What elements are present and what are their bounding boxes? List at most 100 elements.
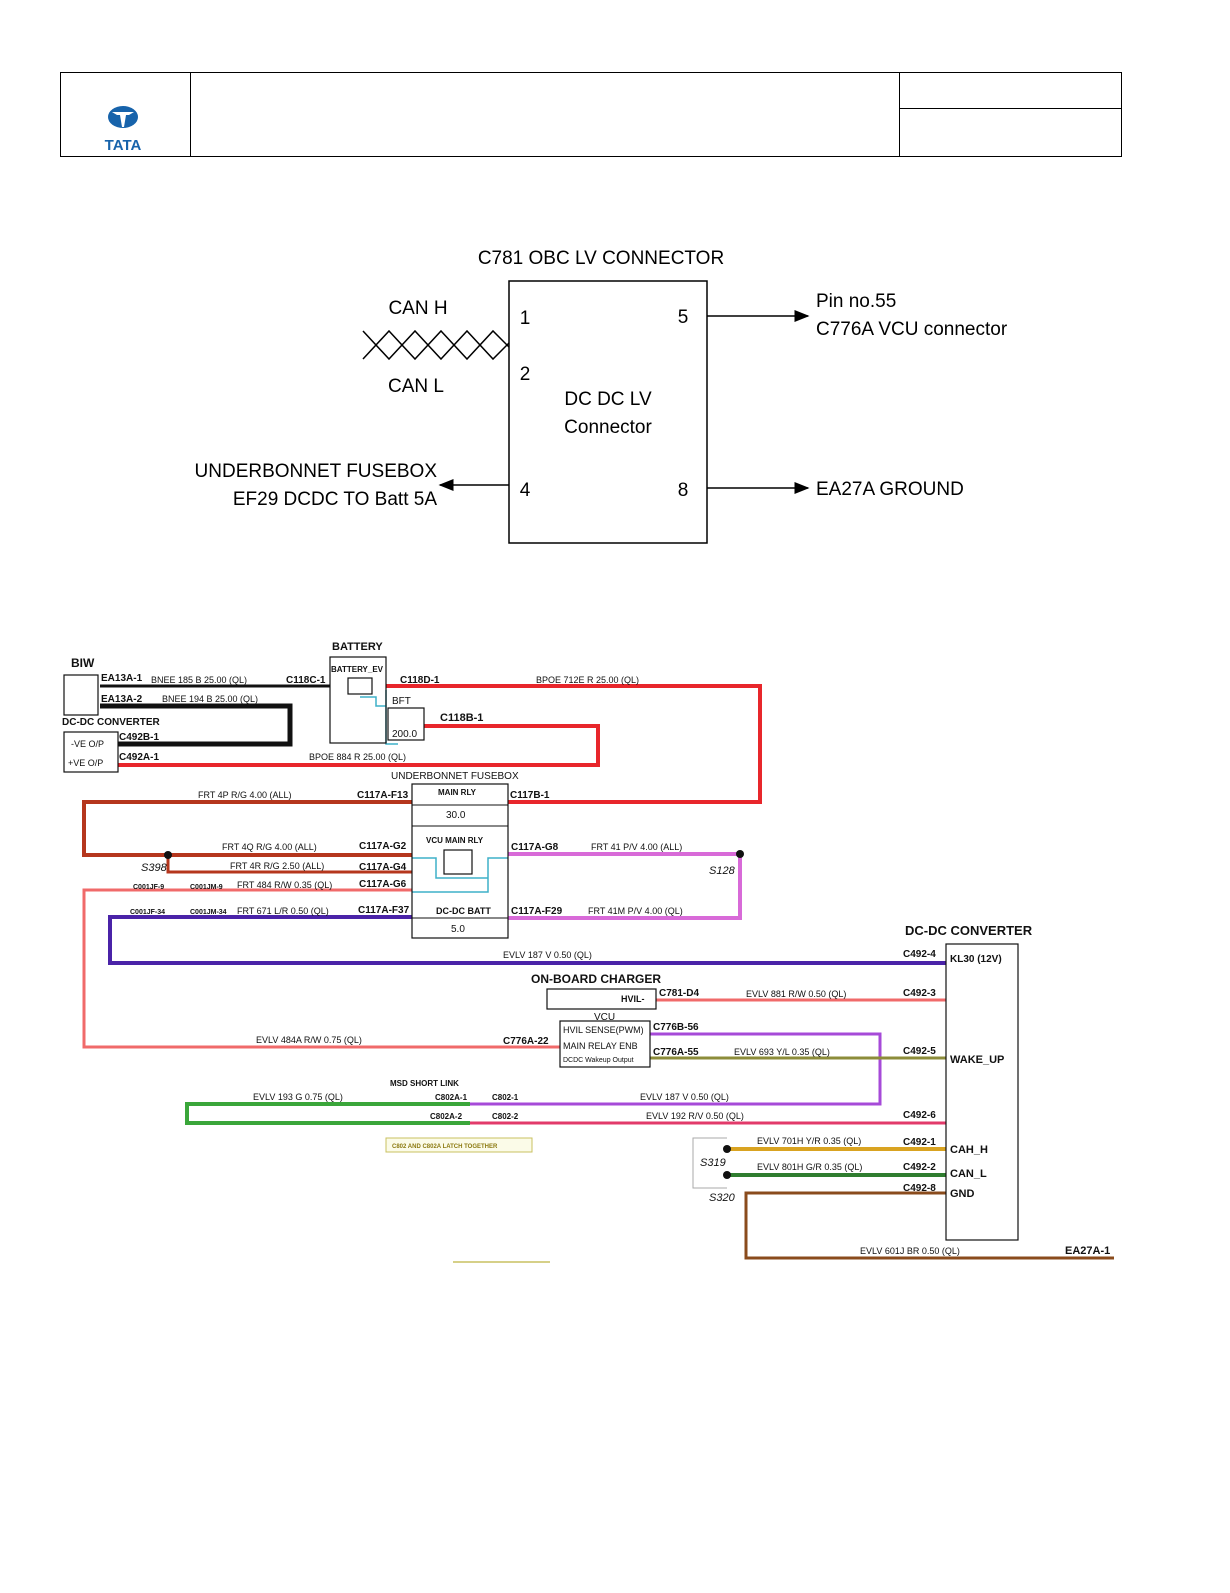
main-rly-value: 30.0: [446, 810, 466, 821]
can-l-twisted-wire: [362, 329, 510, 361]
pin4-target-line2: EF29 DCDC TO Batt 5A: [233, 489, 437, 510]
dcdc-lv-connector-box: [508, 280, 708, 544]
c492b1-label: C492B-1: [119, 732, 159, 743]
wire-label-evlv-193: EVLV 193 G 0.75 (QL): [253, 1092, 343, 1102]
ea13a2-label: EA13A-2: [101, 694, 143, 705]
wire-label-frt-4r: FRT 4R R/G 2.50 (ALL): [230, 861, 324, 871]
wire-label-frt-41: FRT 41 P/V 4.00 (ALL): [591, 842, 682, 852]
pin-4-label: 4: [520, 480, 531, 501]
c001jm34-label: C001JM-34: [190, 909, 227, 916]
fusebox-internal-lines: [412, 857, 508, 893]
diagram-title: C781 OBC LV CONNECTOR: [478, 248, 724, 269]
pin5-target-line2: C776A VCU connector: [816, 319, 1008, 340]
pin8-target: EA27A GROUND: [816, 479, 964, 500]
connector-block-diagram: C781 OBC LV CONNECTOR 1 2 4 5 8 DC DC LV…: [195, 248, 1008, 544]
box-label-line1: DC DC LV: [564, 389, 652, 410]
wire-label-evlv-601j: EVLV 601J BR 0.50 (QL): [860, 1246, 960, 1256]
c117a-g4-label: C117A-G4: [359, 862, 407, 873]
obc-box: [546, 988, 657, 1010]
wire-label-bpoe-884: BPOE 884 R 25.00 (QL): [309, 752, 406, 762]
biw-label: BIW: [71, 656, 95, 670]
wire-label-evlv-881: EVLV 881 R/W 0.50 (QL): [746, 989, 846, 999]
wire-label-frt-41m: FRT 41M P/V 4.00 (QL): [588, 906, 683, 916]
logo-cell: TATA: [61, 73, 191, 156]
wire-label-evlv-187-bot: EVLV 187 V 0.50 (QL): [640, 1092, 729, 1102]
ea13a1-label: EA13A-1: [101, 673, 143, 684]
c492-2-label: C492-2: [903, 1162, 936, 1173]
tata-wordmark: TATA: [105, 137, 142, 153]
s320-label: S320: [709, 1192, 736, 1204]
wire-label-frt-484: FRT 484 R/W 0.35 (QL): [237, 880, 332, 890]
document-header: TATA: [60, 72, 1122, 157]
pin5-target-line1: Pin no.55: [816, 291, 896, 312]
dcdc-batt-value: 5.0: [451, 924, 465, 935]
wire-label-evlv-801h: EVLV 801H G/R 0.35 (QL): [757, 1162, 862, 1172]
splice-s398: [164, 851, 172, 859]
header-title-cell: [190, 73, 900, 156]
underbonnet-fusebox: [411, 783, 509, 939]
cah-h-label: CAH_H: [950, 1144, 988, 1156]
wire-frt-4r: [166, 855, 412, 874]
hvil-sense-label: HVIL SENSE(PWM): [563, 1025, 644, 1035]
vcu-main-relay-symbol: [443, 849, 473, 875]
pin-5-label: 5: [678, 307, 689, 328]
msd-short-link-label: MSD SHORT LINK: [390, 1079, 459, 1088]
tata-emblem-t: [112, 112, 134, 127]
c776b-56-label: C776B-56: [653, 1022, 699, 1033]
s128-label: S128: [709, 865, 736, 877]
wire-label-evlv-192: EVLV 192 R/V 0.50 (QL): [646, 1111, 744, 1121]
biw-box: [63, 674, 99, 716]
box-label-line2: Connector: [564, 417, 652, 438]
pin-8-label: 8: [678, 480, 689, 501]
c118c1-label: C118C-1: [286, 675, 326, 686]
wire-label-evlv-701h: EVLV 701H Y/R 0.35 (QL): [757, 1136, 861, 1146]
s319-bracket: [692, 1137, 727, 1189]
bft-value: 200.0: [392, 729, 417, 740]
latch-note-box: [385, 1137, 533, 1153]
c492-4-label: C492-4: [903, 949, 936, 960]
dcdc-converter-right-label: DC-DC CONVERTER: [905, 923, 1033, 938]
wire-label-frt-671: FRT 671 L/R 0.50 (QL): [237, 906, 329, 916]
splice-s128: [736, 850, 744, 858]
c802-2-label: C802-2: [492, 1112, 519, 1121]
pin-2-label: 2: [520, 364, 531, 385]
c117a-f29-label: C117A-F29: [511, 906, 563, 917]
wire-bpoe-884: [118, 724, 600, 767]
wire-label-evlv-484a: EVLV 484A R/W 0.75 (QL): [256, 1035, 362, 1045]
c117a-g2-label: C117A-G2: [359, 841, 407, 852]
c001jf34-label: C001JF-34: [130, 909, 165, 916]
c492-5-label: C492-5: [903, 1046, 936, 1057]
c492-1-label: C492-1: [903, 1137, 936, 1148]
wire-label-frt-4q: FRT 4Q R/G 4.00 (ALL): [222, 842, 317, 852]
bft-label: BFT: [392, 696, 411, 707]
main-rly-label: MAIN RLY: [438, 788, 477, 797]
wire-evlv-601j: [744, 1191, 1114, 1260]
wire-frt-671-evlv-187: [108, 915, 946, 965]
battery-ev-symbol: [347, 677, 373, 695]
pos-op-label: +VE O/P: [68, 758, 103, 768]
c776a-22-label: C776A-22: [503, 1036, 549, 1047]
c492-8-label: C492-8: [903, 1183, 936, 1194]
dcdc-converter-left-label: DC-DC CONVERTER: [62, 717, 161, 728]
neg-op-label: -VE O/P: [71, 739, 104, 749]
vcu-label: VCU: [594, 1012, 615, 1023]
s319-label: S319: [700, 1157, 726, 1169]
header-info-cell-top: [899, 73, 1121, 109]
c117a-g6-label: C117A-G6: [359, 879, 407, 890]
battery-label: BATTERY: [332, 641, 383, 653]
wire-evlv-193: [185, 1102, 470, 1125]
wire-frt-484-evlv-484a: [82, 888, 560, 1049]
c117a-f37-label: C117A-F37: [358, 905, 410, 916]
wire-label-bpoe-712e: BPOE 712E R 25.00 (QL): [536, 675, 639, 685]
dcdc-converter-right-box: [945, 943, 1019, 1241]
pin-1-label: 1: [520, 308, 531, 329]
wire-label-evlv-693: EVLV 693 Y/L 0.35 (QL): [734, 1047, 830, 1057]
kl30-label: KL30 (12V): [950, 954, 1002, 965]
vcu-box: [559, 1020, 651, 1068]
wire-frt-41-41m: [508, 852, 742, 920]
dcdc-converter-left-box: [63, 731, 119, 773]
c117a-f13-label: C117A-F13: [357, 790, 409, 801]
wire-bpoe-712e: [386, 684, 762, 804]
can-l-pin-label: CAN_L: [950, 1168, 987, 1180]
